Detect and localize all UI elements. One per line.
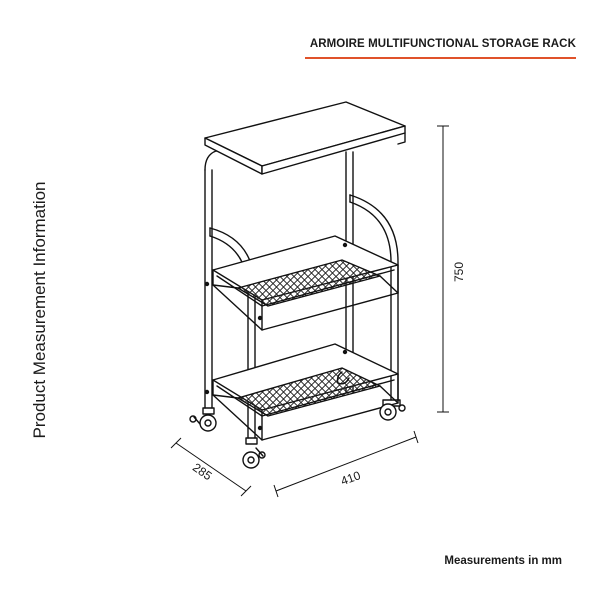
top-board <box>204 101 406 175</box>
caster-back-right <box>379 399 406 421</box>
depth-dimension <box>170 437 252 497</box>
page-title: ARMOIRE MULTIFUNCTIONAL STORAGE RACK <box>309 38 576 50</box>
measurement-unit-note: Measurements in mm <box>444 555 562 567</box>
front-right-leg <box>349 194 399 401</box>
height-dimension <box>437 125 449 413</box>
caster-front-left <box>242 437 266 469</box>
rack-illustration <box>189 101 406 469</box>
caster-back-left <box>189 407 217 432</box>
upper-basket <box>212 235 399 331</box>
depth-label: 285 <box>190 460 215 483</box>
lower-basket <box>212 343 399 441</box>
title-underline <box>305 57 576 59</box>
width-dimension <box>273 430 419 498</box>
height-label: 750 <box>452 262 466 282</box>
width-label: 410 <box>339 468 363 488</box>
